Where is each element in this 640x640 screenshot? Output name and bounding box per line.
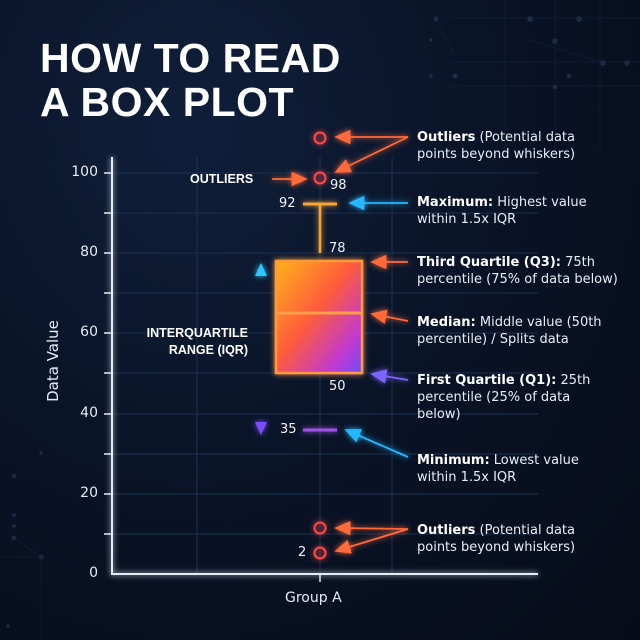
iqr-label-line-1: INTERQUARTILE xyxy=(146,326,248,340)
value-outlier-2: 2 xyxy=(298,545,307,560)
iqr-box xyxy=(274,259,364,375)
annotation-term: Minimum: xyxy=(417,453,490,468)
iqr-label-line-2: RANGE (IQR) xyxy=(168,343,248,357)
annotation-desc: (Potential data points beyond whiskers) xyxy=(417,130,576,162)
annotation-term: Outliers xyxy=(417,523,476,538)
annotation-desc: 25th percentile (25% of data below) xyxy=(417,373,591,422)
title-line-2: A BOX PLOT xyxy=(40,79,295,125)
chart-axes xyxy=(111,157,538,575)
title-line-1: HOW TO READ xyxy=(40,35,341,81)
annotation-term: Median: xyxy=(417,315,476,330)
upper-whisker xyxy=(303,202,337,253)
outlier-point xyxy=(313,171,327,185)
annotation-third-quartile: Third Quartile (Q3): 75th percentile (75… xyxy=(417,254,627,288)
annotation-desc: Highest value within 1.5x IQR xyxy=(417,195,587,227)
lower-whisker xyxy=(303,373,337,432)
annotation-desc: (Potential data points beyond whiskers) xyxy=(417,523,576,555)
y-axis-label: Data Value xyxy=(44,320,62,402)
annotation-median: Median: Middle value (50th percentile) /… xyxy=(417,314,627,348)
callout-arrows xyxy=(272,129,409,554)
value-q3-78: 78 xyxy=(329,241,346,256)
y-tick-80: 80 xyxy=(80,244,98,260)
outlier-point xyxy=(313,521,327,535)
y-tick-40: 40 xyxy=(80,405,98,421)
value-min-35: 35 xyxy=(280,422,297,437)
outlier-point xyxy=(313,131,327,145)
annotation-desc: 75th percentile (75% of data below) xyxy=(417,255,618,287)
outlier-point xyxy=(313,546,327,560)
annotation-minimum: Minimum: Lowest value within 1.5x IQR xyxy=(417,452,617,486)
page-title: HOW TO READ A BOX PLOT xyxy=(40,36,341,124)
annotation-outliers-bottom: Outliers (Potential data points beyond w… xyxy=(417,522,617,556)
annotation-outliers-top: Outliers (Potential data points beyond w… xyxy=(417,129,617,163)
annotation-term: Maximum: xyxy=(417,195,494,210)
annotation-first-quartile: First Quartile (Q1): 25th percentile (25… xyxy=(417,372,607,423)
y-axis-ticks xyxy=(104,172,321,582)
value-outlier-98: 98 xyxy=(330,178,347,193)
annotation-maximum: Maximum: Highest value within 1.5x IQR xyxy=(417,194,617,228)
annotation-desc: Lowest value within 1.5x IQR xyxy=(417,453,579,485)
y-tick-0: 0 xyxy=(89,565,98,581)
value-max-92: 92 xyxy=(279,196,296,211)
outliers-inline-label: OUTLIERS xyxy=(190,172,254,186)
x-axis-label: Group A xyxy=(285,590,342,606)
y-tick-20: 20 xyxy=(80,485,98,501)
iqr-label: INTERQUARTILE RANGE (IQR) xyxy=(130,325,248,359)
iqr-range-arrow xyxy=(255,263,267,435)
y-tick-100: 100 xyxy=(71,164,98,180)
annotation-desc: Middle value (50th percentile) / Splits … xyxy=(417,315,602,347)
annotation-term: Outliers xyxy=(417,130,476,145)
y-tick-60: 60 xyxy=(80,324,98,340)
outlier-markers xyxy=(313,131,327,560)
annotation-term: First Quartile (Q1): xyxy=(417,373,557,388)
value-q1-50: 50 xyxy=(329,379,346,394)
annotation-term: Third Quartile (Q3): xyxy=(417,255,561,270)
